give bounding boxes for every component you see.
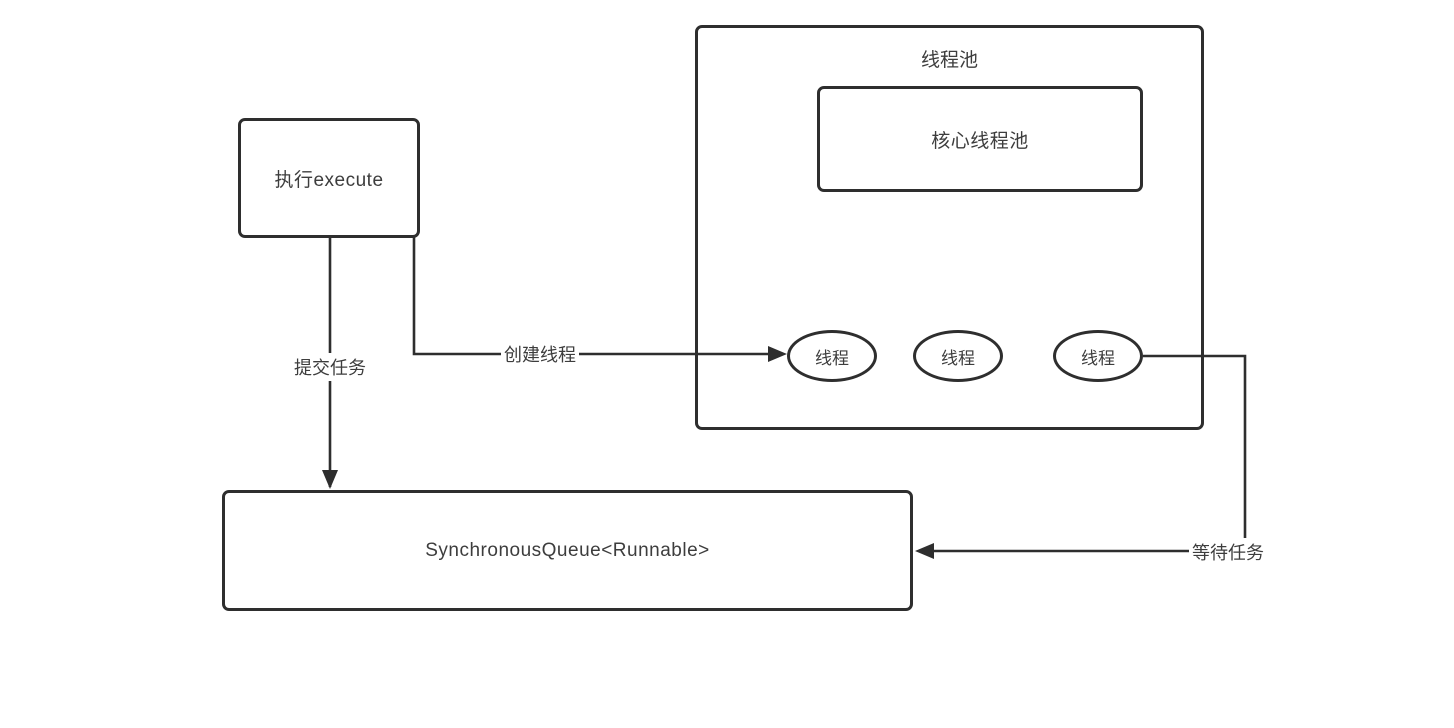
thread-label-3: 线程 [1081, 348, 1115, 368]
create-thread-label: 创建线程 [501, 340, 579, 368]
thread-pool-title: 线程池 [920, 50, 978, 71]
execute-box-label: 执行execute [274, 169, 384, 191]
thread-ellipse-2: 线程 [913, 330, 1003, 382]
synchronous-queue-box: SynchronousQueue<Runnable> [222, 490, 913, 611]
thread-label-1: 线程 [815, 348, 849, 368]
core-pool-box: 核心线程池 [817, 86, 1143, 192]
thread-label-2: 线程 [941, 348, 975, 368]
execute-box: 执行execute [238, 118, 420, 238]
wait-task-label: 等待任务 [1189, 538, 1267, 566]
submit-task-label: 提交任务 [291, 353, 369, 381]
thread-ellipse-3: 线程 [1053, 330, 1143, 382]
thread-pool-box [695, 25, 1204, 430]
synchronous-queue-label: SynchronousQueue<Runnable> [425, 539, 710, 561]
thread-ellipse-1: 线程 [787, 330, 877, 382]
core-pool-label: 核心线程池 [931, 130, 1029, 152]
